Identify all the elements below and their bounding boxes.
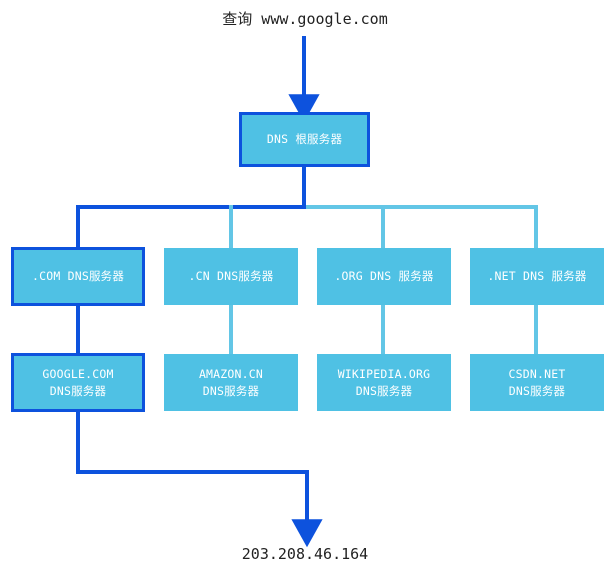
node-com-dns-server[interactable]: .COM DNS服务器 [11, 247, 145, 306]
node-dns-root-server[interactable]: DNS 根服务器 [239, 112, 370, 167]
node-net-dns-server[interactable]: .NET DNS 服务器 [470, 248, 604, 305]
node-wikipedia-org-text: WIKIPEDIA.ORG DNS服务器 [338, 366, 431, 400]
node-org-dns-server[interactable]: .ORG DNS 服务器 [317, 248, 451, 305]
node-amazon-cn-line2: DNS服务器 [202, 383, 260, 398]
node-csdn-net-text: CSDN.NET DNS服务器 [509, 366, 566, 400]
node-amazon-cn-dns-server[interactable]: AMAZON.CN DNS服务器 [164, 354, 298, 411]
node-csdn-net-dns-server[interactable]: CSDN.NET DNS服务器 [470, 354, 604, 411]
query-label: 查询 www.google.com [222, 10, 388, 28]
node-csdn-net-line1: CSDN.NET [508, 366, 566, 381]
node-wikipedia-org-line1: WIKIPEDIA.ORG [337, 366, 431, 381]
node-csdn-net-line2: DNS服务器 [508, 383, 566, 398]
node-wikipedia-org-line2: DNS服务器 [355, 383, 413, 398]
resolved-ip-label: 203.208.46.164 [241, 545, 369, 563]
node-google-com-dns-server[interactable]: GOOGLE.COM DNS服务器 [11, 353, 145, 412]
node-google-com-line2: DNS服务器 [49, 383, 107, 398]
node-amazon-cn-text: AMAZON.CN DNS服务器 [199, 366, 263, 400]
node-amazon-cn-line1: AMAZON.CN [198, 366, 264, 381]
answer-path [76, 411, 323, 548]
node-cn-dns-server[interactable]: .CN DNS服务器 [164, 248, 298, 305]
node-wikipedia-org-dns-server[interactable]: WIKIPEDIA.ORG DNS服务器 [317, 354, 451, 411]
node-google-com-text: GOOGLE.COM DNS服务器 [42, 366, 113, 400]
node-google-com-line1: GOOGLE.COM [42, 366, 114, 381]
